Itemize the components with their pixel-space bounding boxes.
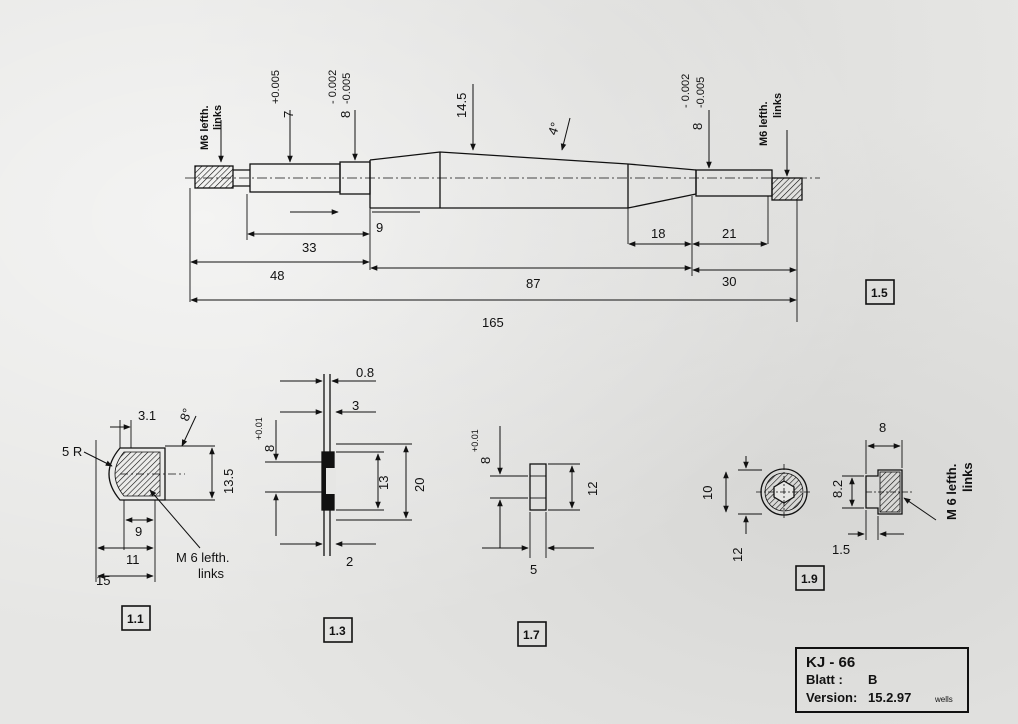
part-1-9-dim-12: 12 [730, 548, 745, 562]
part-1-3-dim-13: 13 [376, 476, 391, 490]
part-1-9-dim-10: 10 [700, 486, 715, 500]
shaft-tol-c-nominal: 8 [690, 123, 705, 130]
part-1-1-dim-15: 15 [96, 573, 110, 588]
shaft-dim-33: 33 [302, 240, 316, 255]
part-1-9-labels: 10 12 8 8.2 1.5 M 6 lefth. links [700, 420, 975, 562]
part-1-9-drawing [723, 440, 937, 540]
shaft-thread-left-links: links [212, 105, 224, 130]
shaft-tol-c-lower: -0.005 [695, 77, 707, 108]
part-1-9-thread-links: links [960, 462, 975, 492]
part-1-1-drawing [83, 415, 215, 582]
part-1-9-ref-box: 1.9 [795, 565, 825, 591]
part-1-9-thread: M 6 lefth. [944, 464, 959, 520]
shaft-thread-right-links: links [772, 93, 784, 118]
title-block: KJ - 66 Blatt : B Version: 15.2.97 wells [795, 647, 969, 713]
part-1-9-ref-label: 1.9 [801, 572, 818, 586]
part-1-1-angle: 8° [177, 406, 195, 423]
shaft-angle: 4° [545, 120, 563, 137]
part-1-3-dim-3: 3 [352, 398, 359, 413]
part-1-3-ref-label: 1.3 [329, 624, 346, 638]
shaft-tol-b-nominal: 8 [338, 111, 353, 118]
part-1-1-thread-links: links [198, 566, 225, 581]
part-1-1-dim-9: 9 [135, 524, 142, 539]
shaft-dim-48: 48 [270, 268, 284, 283]
shaft-ref-label: 1.5 [871, 286, 888, 300]
shaft-dim-18: 18 [651, 226, 665, 241]
part-1-1-dim-11: 11 [126, 552, 140, 567]
part-1-3-tol-nominal: 8 [262, 445, 277, 452]
part-1-3-dim-2: 2 [346, 554, 353, 569]
part-1-9-dim-8: 8 [879, 420, 886, 435]
part-1-1-dim-13-5: 13.5 [221, 469, 236, 494]
part-1-7-tol-nominal: 8 [478, 457, 493, 464]
part-1-1-dim-3-1: 3.1 [138, 408, 156, 423]
part-1-1-labels: 5 R 3.1 8° 13.5 9 11 15 M 6 lefth. links [62, 406, 236, 588]
shaft-dim-87: 87 [526, 276, 540, 291]
shaft-ref-box: 1.5 [865, 279, 895, 305]
shaft-dim-9: 9 [376, 220, 383, 235]
shaft-tol-b-upper: - 0.002 [327, 70, 339, 104]
shaft-thread-right-label: M6 lefth. [758, 101, 770, 146]
part-1-7-ref-box: 1.7 [517, 621, 547, 647]
part-1-9-dim-1-5: 1.5 [832, 542, 850, 557]
shaft-tol-c-upper: - 0.002 [680, 74, 692, 108]
title-block-name: KJ - 66 [806, 654, 855, 671]
shaft-dim-30: 30 [722, 274, 736, 289]
part-1-7-labels: 8 +0.01 12 5 [470, 429, 600, 577]
part-1-3-dim-20: 20 [412, 478, 427, 492]
part-1-9-dim-8-2: 8.2 [830, 480, 845, 498]
title-block-author: wells [934, 695, 953, 704]
part-1-3-tol-upper: +0.01 [254, 417, 264, 440]
part-1-1-radius: 5 R [62, 444, 82, 459]
shaft-dim-165: 165 [482, 315, 504, 330]
part-1-3-dim-0-8: 0.8 [356, 365, 374, 380]
shaft-labels: M6 lefth. links 7 +0.005 8 - 0.002 -0.00… [199, 70, 784, 330]
part-1-1-thread: M 6 lefth. [176, 550, 229, 565]
shaft-thread-left-label: M6 lefth. [199, 105, 211, 150]
shaft-drawing [185, 84, 820, 322]
shaft-dim-21: 21 [722, 226, 736, 241]
shaft-tol-b-lower: -0.005 [341, 73, 353, 104]
part-1-1-ref-box: 1.1 [121, 605, 151, 631]
part-1-7-tol-upper: +0.01 [470, 429, 480, 452]
title-block-blatt-value: B [868, 672, 877, 687]
part-1-7-dim-5: 5 [530, 562, 537, 577]
shaft-tol-a-nominal: 7 [281, 111, 296, 118]
part-1-3-ref-box: 1.3 [323, 617, 353, 643]
part-1-3-labels: 0.8 3 8 +0.01 13 20 2 [254, 365, 427, 569]
shaft-tol-a-upper: +0.005 [270, 70, 282, 104]
title-block-version-label: Version: [806, 690, 857, 705]
part-1-3-drawing [265, 374, 412, 556]
shaft-dia-mid: 14.5 [454, 93, 469, 118]
part-1-1-ref-label: 1.1 [127, 612, 144, 626]
part-1-7-dim-12: 12 [585, 482, 600, 496]
title-block-version-value: 15.2.97 [868, 690, 911, 705]
title-block-blatt-label: Blatt : [806, 672, 843, 687]
part-1-7-drawing [482, 426, 594, 558]
part-1-7-ref-label: 1.7 [523, 628, 540, 642]
